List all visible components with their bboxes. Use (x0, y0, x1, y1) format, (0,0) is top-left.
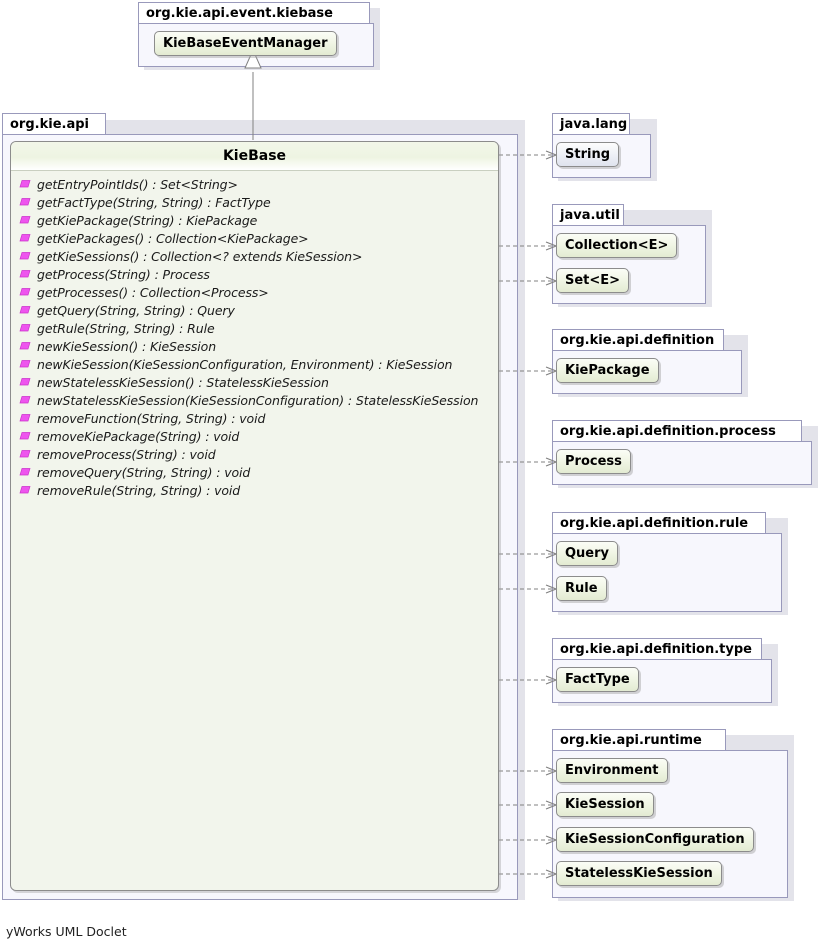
package-org-kie-api-definition: org.kie.api.definition KiePackage (552, 329, 748, 397)
public-method-icon (19, 268, 31, 280)
type-node-set[interactable]: Set<E> (556, 268, 630, 293)
type-node-facttype[interactable]: FactType (556, 667, 639, 692)
method-signature: removeKiePackage(String) : void (37, 428, 240, 444)
public-method-icon (19, 178, 31, 190)
method-signature: getKieSessions() : Collection<? extends … (37, 248, 363, 264)
public-method-icon (19, 304, 31, 316)
method-signature: getProcess(String) : Process (37, 266, 210, 282)
package-org-kie-api-runtime: org.kie.api.runtime Environment KieSessi… (552, 729, 794, 901)
package-java-util: java.util Collection<E> Set<E> (552, 204, 712, 307)
method-signature: getKiePackage(String) : KiePackage (37, 212, 258, 228)
type-node-kiesession[interactable]: KieSession (556, 792, 654, 817)
package-org-kie-api-definition-type: org.kie.api.definition.type FactType (552, 638, 778, 706)
public-method-icon (19, 322, 31, 334)
method-row[interactable]: newStatelessKieSession() : StatelessKieS… (11, 373, 498, 391)
method-signature: removeRule(String, String) : void (37, 482, 241, 498)
package-tab-label: org.kie.api.definition.process (552, 420, 802, 441)
package-tab-label: org.kie.api.definition (552, 329, 724, 350)
method-signature: getQuery(String, String) : Query (37, 302, 235, 318)
method-row[interactable]: getEntryPointIds() : Set<String> (11, 175, 498, 193)
package-tab-label: java.lang (552, 113, 630, 134)
type-node-string[interactable]: String (556, 142, 620, 167)
package-org-kie-api-definition-process: org.kie.api.definition.process Process (552, 420, 818, 488)
method-row[interactable]: getRule(String, String) : Rule (11, 319, 498, 337)
public-method-icon (19, 484, 31, 496)
type-node-rule[interactable]: Rule (556, 576, 607, 601)
type-node-kiepackage[interactable]: KiePackage (556, 358, 659, 383)
method-signature: getProcesses() : Collection<Process> (37, 284, 269, 300)
method-row[interactable]: getQuery(String, String) : Query (11, 301, 498, 319)
method-signature: newKieSession(KieSessionConfiguration, E… (37, 356, 453, 372)
public-method-icon (19, 466, 31, 478)
package-tab-label: org.kie.api.definition.rule (552, 512, 766, 533)
method-row[interactable]: removeRule(String, String) : void (11, 481, 498, 499)
package-tab-label: java.util (552, 204, 624, 225)
method-row[interactable]: getProcess(String) : Process (11, 265, 498, 283)
method-row[interactable]: newStatelessKieSession(KieSessionConfigu… (11, 391, 498, 409)
package-tab-label: org.kie.api (2, 113, 106, 134)
class-title-kiebase: KieBase (11, 142, 498, 171)
package-tab-label: org.kie.api.definition.type (552, 638, 762, 659)
public-method-icon (19, 394, 31, 406)
public-method-icon (19, 214, 31, 226)
method-row[interactable]: removeKiePackage(String) : void (11, 427, 498, 445)
method-signature: getKiePackages() : Collection<KiePackage… (37, 230, 309, 246)
method-signature: getRule(String, String) : Rule (37, 320, 215, 336)
type-node-statelesskiesession[interactable]: StatelessKieSession (556, 861, 722, 886)
method-row[interactable]: getKiePackage(String) : KiePackage (11, 211, 498, 229)
package-org-kie-api-event-kiebase: org.kie.api.event.kiebase KieBaseEventMa… (138, 2, 380, 70)
method-signature: getFactType(String, String) : FactType (37, 194, 271, 210)
public-method-icon (19, 196, 31, 208)
method-row[interactable]: removeQuery(String, String) : void (11, 463, 498, 481)
package-java-lang: java.lang String (552, 113, 657, 181)
method-row[interactable]: removeFunction(String, String) : void (11, 409, 498, 427)
type-node-query[interactable]: Query (556, 541, 619, 566)
type-node-environment[interactable]: Environment (556, 758, 668, 783)
method-row[interactable]: getProcesses() : Collection<Process> (11, 283, 498, 301)
public-method-icon (19, 412, 31, 424)
public-method-icon (19, 340, 31, 352)
package-org-kie-api-definition-rule: org.kie.api.definition.rule Query Rule (552, 512, 788, 615)
method-signature: newKieSession() : KieSession (37, 338, 217, 354)
class-method-list: getEntryPointIds() : Set<String> getFactT… (11, 171, 498, 499)
method-row[interactable]: newKieSession(KieSessionConfiguration, E… (11, 355, 498, 373)
method-signature: getEntryPointIds() : Set<String> (37, 176, 238, 192)
public-method-icon (19, 376, 31, 388)
class-node-kiebase[interactable]: KieBase getEntryPointIds() : Set<String>… (10, 141, 499, 891)
method-row[interactable]: getKiePackages() : Collection<KiePackage… (11, 229, 498, 247)
public-method-icon (19, 232, 31, 244)
package-tab-label: org.kie.api.runtime (552, 729, 726, 750)
public-method-icon (19, 448, 31, 460)
method-signature: newStatelessKieSession(KieSessionConfigu… (37, 392, 479, 408)
public-method-icon (19, 286, 31, 298)
public-method-icon (19, 250, 31, 262)
method-signature: newStatelessKieSession() : StatelessKieS… (37, 374, 329, 390)
type-node-kiesessionconfiguration[interactable]: KieSessionConfiguration (556, 827, 754, 852)
type-node-kiebaseeventmanager[interactable]: KieBaseEventManager (154, 31, 337, 56)
public-method-icon (19, 430, 31, 442)
method-row[interactable]: getKieSessions() : Collection<? extends … (11, 247, 498, 265)
public-method-icon (19, 358, 31, 370)
type-node-process[interactable]: Process (556, 449, 631, 474)
diagram-footer-caption: yWorks UML Doclet (6, 924, 127, 939)
method-signature: removeProcess(String) : void (37, 446, 216, 462)
package-tab-label: org.kie.api.event.kiebase (138, 2, 370, 23)
method-row[interactable]: newKieSession() : KieSession (11, 337, 498, 355)
method-row[interactable]: getFactType(String, String) : FactType (11, 193, 498, 211)
method-row[interactable]: removeProcess(String) : void (11, 445, 498, 463)
method-signature: removeQuery(String, String) : void (37, 464, 251, 480)
method-signature: removeFunction(String, String) : void (37, 410, 266, 426)
type-node-collection[interactable]: Collection<E> (556, 233, 678, 258)
